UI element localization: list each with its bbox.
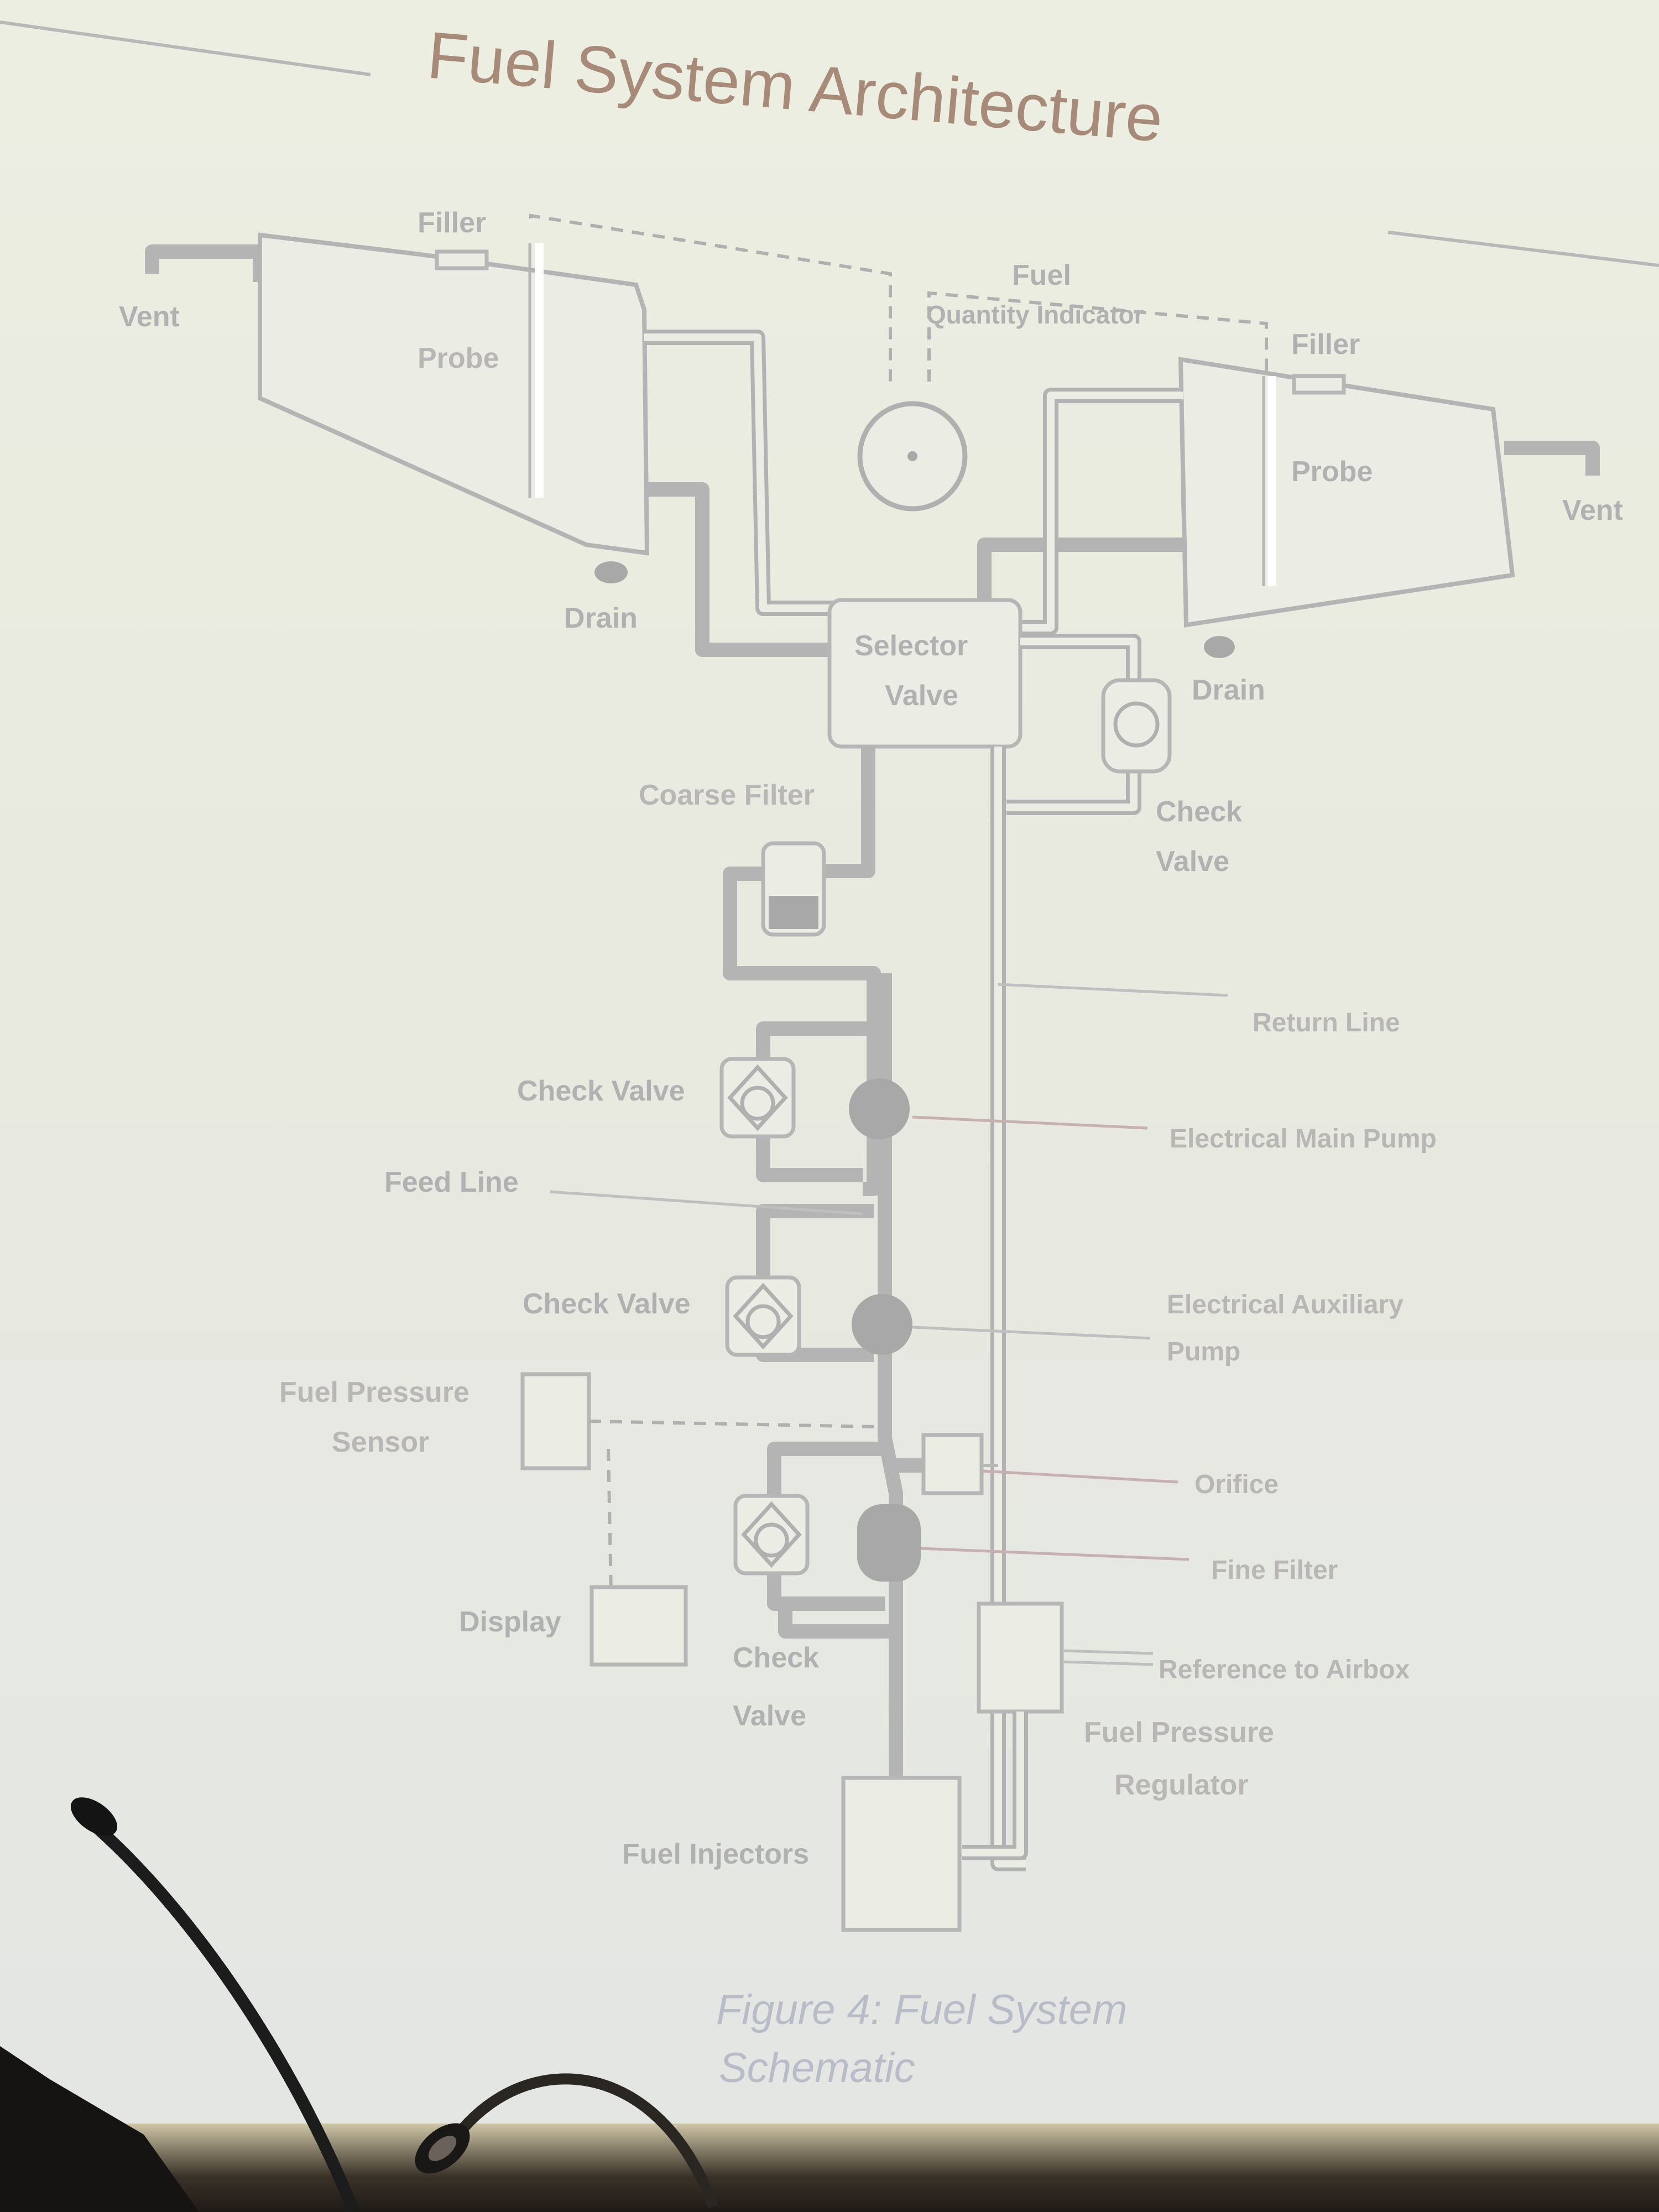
- label-electrical-main-pump: Electrical Main Pump: [1170, 1124, 1437, 1154]
- check-valve-3: [733, 1494, 810, 1575]
- feed-line-loop-3: [778, 1604, 896, 1639]
- return-line-inner: [994, 747, 1026, 1867]
- label-filler-left: Filler: [418, 207, 486, 239]
- label-check-valve-right-2: Valve: [1156, 846, 1229, 878]
- feed-line-upper: [824, 747, 875, 878]
- label-display: Display: [459, 1606, 561, 1638]
- aux-pump-leader: [912, 1326, 1151, 1340]
- label-orifice: Orifice: [1194, 1470, 1279, 1499]
- feed-line-main: [878, 973, 903, 1786]
- right-check-valve-ball: [1113, 701, 1160, 748]
- label-fuel-pressure-sensor-2: Sensor: [332, 1426, 429, 1458]
- left-tank-return-inner: [644, 333, 838, 612]
- label-vent-left: Vent: [119, 301, 180, 333]
- right-tank-body: [1178, 357, 1515, 628]
- slide-title: Fuel System Architecture: [425, 18, 1166, 156]
- left-vent-pipe: [145, 244, 267, 282]
- quantity-indicator-wire-right: [927, 291, 1268, 382]
- label-electrical-aux-2: Pump: [1167, 1337, 1240, 1366]
- label-fuel-pressure-sensor-1: Fuel Pressure: [279, 1376, 469, 1408]
- label-coarse-filter: Coarse Filter: [639, 779, 815, 811]
- right-tank-return-inner: [1018, 392, 1183, 632]
- label-check-valve-2: Check Valve: [523, 1288, 691, 1320]
- main-pump-leader: [912, 1115, 1148, 1130]
- left-drain-valve: [594, 561, 628, 583]
- right-drain-valve: [1204, 636, 1235, 658]
- left-tank-return-outer: [644, 330, 838, 616]
- orifice-leader: [981, 1469, 1178, 1484]
- label-reference-to-airbox: Reference to Airbox: [1159, 1655, 1410, 1684]
- fuel-injectors: [841, 1776, 962, 1932]
- label-fuel-pressure-regulator-2: Regulator: [1114, 1769, 1249, 1801]
- figure-caption-line1: Figure 4: Fuel System: [716, 1986, 1127, 2033]
- label-return-line: Return Line: [1253, 1008, 1400, 1037]
- pressure-display: [589, 1585, 688, 1667]
- right-filler-cap: [1292, 374, 1346, 395]
- regulator-return-inner: [962, 1712, 1024, 1856]
- coarse-filter-element: [769, 896, 818, 929]
- feed-line-loop-1: [723, 867, 881, 1196]
- left-tank: [145, 232, 650, 583]
- label-drain-right: Drain: [1192, 674, 1265, 706]
- label-check-valve-3-1: Check: [733, 1642, 819, 1674]
- right-tank-return-outer: [1018, 388, 1183, 635]
- microphone-left: [70, 1797, 360, 2212]
- label-fuel-quantity-1: Fuel: [1012, 259, 1071, 291]
- microphone-right: [415, 2073, 719, 2209]
- left-tank-body: [258, 232, 650, 556]
- title-rule-left: [0, 20, 371, 76]
- label-selector-1: Selector: [854, 630, 968, 662]
- return-line-leader: [998, 983, 1228, 997]
- label-check-valve-3-2: Valve: [733, 1700, 806, 1732]
- orifice: [921, 1433, 984, 1495]
- left-filler-cap: [435, 249, 489, 270]
- airbox-leader-2: [1061, 1660, 1154, 1666]
- airbox-leader-1: [1061, 1649, 1154, 1655]
- fuel-quantity-gauge-hub: [907, 451, 917, 461]
- label-feed-line: Feed Line: [384, 1166, 519, 1198]
- label-vent-right: Vent: [1562, 494, 1623, 526]
- sensor-to-display: [607, 1448, 613, 1593]
- label-electrical-aux-1: Electrical Auxiliary: [1167, 1290, 1404, 1319]
- check-valve-2: [725, 1275, 801, 1357]
- left-tank-feed: [647, 482, 838, 657]
- label-check-valve-right-1: Check: [1156, 796, 1242, 828]
- electrical-auxiliary-pump: [852, 1294, 912, 1355]
- title-rule-right: [1387, 231, 1659, 267]
- fuel-pressure-regulator: [977, 1601, 1064, 1714]
- right-vent-pipe: [1504, 441, 1600, 476]
- quantity-indicator-wire-left: [529, 213, 892, 382]
- figure-caption-line2: Schematic: [719, 2044, 915, 2091]
- label-fuel-injectors: Fuel Injectors: [622, 1838, 809, 1870]
- label-fuel-quantity-2: Quantity Indicator: [926, 300, 1144, 329]
- fine-filter: [857, 1504, 921, 1582]
- feed-line-leader: [550, 1190, 863, 1215]
- label-probe-left: Probe: [418, 342, 499, 374]
- label-drain-left: Drain: [564, 602, 638, 634]
- label-probe-right: Probe: [1291, 456, 1373, 488]
- label-check-valve-1: Check Valve: [517, 1075, 685, 1107]
- electrical-main-pump: [849, 1078, 910, 1139]
- fine-filter-leader: [920, 1547, 1190, 1561]
- stage-floor: [0, 2124, 1659, 2212]
- selector-valve: [827, 598, 1022, 749]
- label-selector-2: Valve: [885, 680, 958, 712]
- check-valve-1: [719, 1057, 796, 1139]
- label-fuel-pressure-regulator-1: Fuel Pressure: [1084, 1717, 1274, 1749]
- right-tank: [1178, 357, 1600, 658]
- audience-shoulder: [0, 2046, 199, 2212]
- fuel-pressure-sensor: [520, 1372, 591, 1470]
- label-fine-filter: Fine Filter: [1211, 1556, 1338, 1585]
- label-filler-right: Filler: [1291, 328, 1360, 361]
- sensor-signal-line: [588, 1420, 874, 1428]
